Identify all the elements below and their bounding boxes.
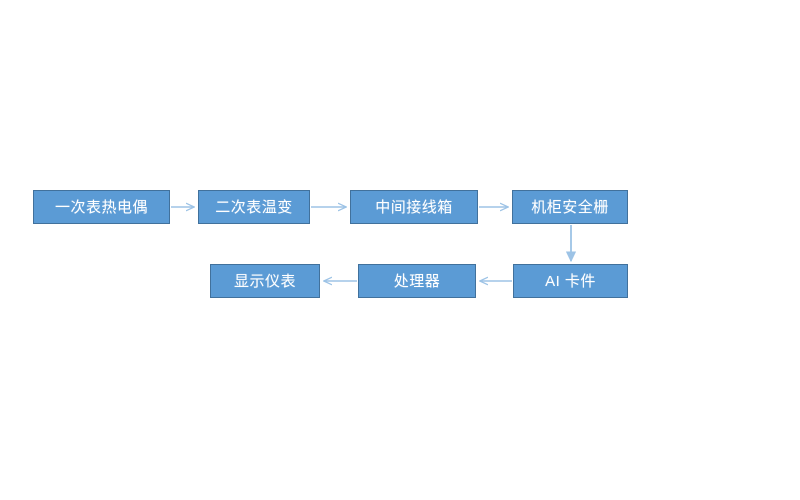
node-label: 机柜安全栅	[531, 198, 609, 216]
node-label: 显示仪表	[233, 272, 296, 290]
node-label: 二次表温变	[215, 198, 293, 216]
node-label: AI 卡件	[545, 272, 596, 290]
node-secondary-transmitter[interactable]: 二次表温变	[198, 190, 310, 224]
node-junction-box[interactable]: 中间接线箱	[350, 190, 478, 224]
node-label: 处理器	[393, 272, 441, 290]
node-label: 中间接线箱	[375, 198, 453, 216]
node-ai-card[interactable]: AI 卡件	[513, 264, 628, 298]
node-display-instrument[interactable]: 显示仪表	[210, 264, 320, 298]
node-primary-thermocouple[interactable]: 一次表热电偶	[33, 190, 170, 224]
node-cabinet-safety-barrier[interactable]: 机柜安全栅	[512, 190, 628, 224]
node-label: 一次表热电偶	[54, 198, 148, 216]
node-processor[interactable]: 处理器	[358, 264, 476, 298]
